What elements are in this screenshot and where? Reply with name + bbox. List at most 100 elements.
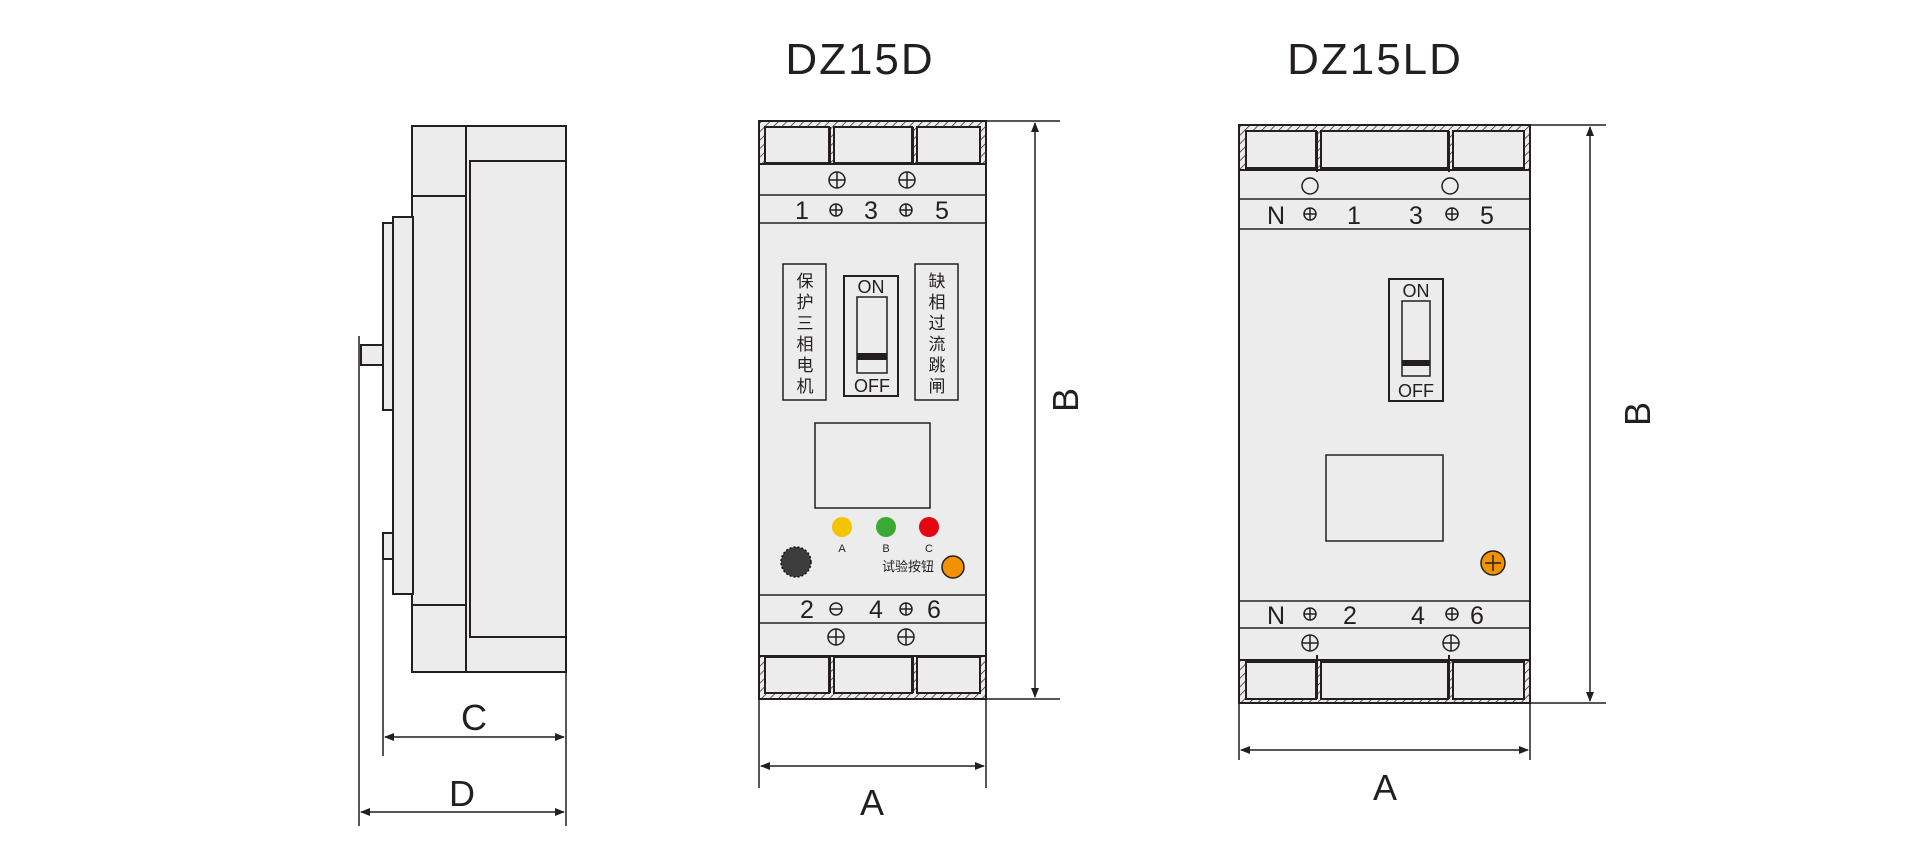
dz15d-terminal-3: 3 [864,197,878,225]
led-b-icon [876,517,896,537]
dz15ld-terminal-1: 1 [1347,202,1361,230]
dz15d-right-char: 闸 [929,377,946,397]
dz15ld-terminal-4: 4 [1411,602,1425,630]
dz15ld-dimensions [1238,124,1606,760]
dz15ld-terminal-3: 3 [1409,202,1423,230]
side-lever [360,344,384,366]
dz15ld-terminal-mark-icon [1303,607,1317,621]
dz15ld-dim-b-label: B [1617,402,1658,426]
dz15d-front-view [758,120,987,700]
dz15d-terminal-mark-icon [899,203,913,217]
dz15d-terminal-mark-icon [829,203,843,217]
dz15d-dimensions [758,120,1060,788]
dz15d-terminal-1: 1 [795,197,809,225]
dz15d-bottom-cell-3 [916,656,981,694]
led-b-label: B [882,543,889,555]
dz15d-terminal-mark-icon [899,602,913,616]
dz15d-top-cell-2 [833,126,913,164]
dz15d-right-char: 跳 [929,356,946,376]
led-c-icon [919,517,939,537]
dz15d-switch-on-label: ON [858,277,885,297]
dz15d-test-button-label: 试验按钮 [882,559,934,575]
dz15ld-top-cell-1 [1245,130,1317,169]
dz15ld-top-cell-2 [1320,130,1449,169]
dz15ld-switch-on-label: ON [1403,281,1430,301]
dz15ld-terminal-hole-icon [1441,177,1459,195]
dz15d-top-cell-1 [764,126,830,164]
dz15d-top-cell-3 [916,126,981,164]
dz15ld-dim-a-label: A [1373,767,1397,808]
dz15d-left-char: 三 [797,314,814,334]
dz15ld-bottom-cell-3 [1452,661,1525,700]
dim-c-label: C [461,697,487,738]
dz15d-top-screws [827,171,916,646]
dz15d-terminal-4: 4 [869,596,883,624]
dz15d-bottom-cell-1 [764,656,830,694]
dz15d-test-button-icon[interactable] [941,555,965,579]
dz15d-terminal-6: 6 [927,596,941,624]
dz15d-left-char: 相 [797,335,814,355]
dz15d-screw-icon [897,628,915,646]
dz15d-right-char: 缺 [929,272,946,292]
dz15d-left-char: 机 [797,377,814,397]
dz15d-right-char: 过 [929,314,946,334]
dz15d-dim-a-label: A [860,782,884,823]
dz15d-terminal-2: 2 [800,596,814,624]
dz15d-bottom-cell-2 [833,656,913,694]
side-body-mid [392,216,414,595]
dz15ld-switch-off-label: OFF [1398,381,1434,401]
dz15ld-switch-handle [1402,360,1430,366]
dz15d-right-label-box [914,263,959,401]
dz15ld-test-button-icon[interactable] [1480,550,1506,576]
dz15ld-terminal-2: 2 [1343,602,1357,630]
dz15ld-terminal-hole-icon [1301,177,1319,195]
dz15ld-front-view [1238,124,1531,704]
dz15d-body [758,120,987,700]
dz15d-right-char: 流 [929,335,946,355]
dz15ld-terminal-5: 5 [1480,202,1494,230]
dz15ld-terminal-n-bottom: N [1267,602,1285,630]
dz15d-screw-icon [827,628,845,646]
dz15ld-top-cell-3 [1452,130,1525,169]
dz15ld-terminal-mark-icon [1445,607,1459,621]
dz15d-screw-icon [898,171,916,189]
led-a-icon [832,517,852,537]
dz15d-switch-slot [856,296,888,374]
dz15d-nameplate [814,422,931,509]
side-dimensions [358,336,567,826]
dz15d-terminal-mark-icon [829,602,843,616]
dz15ld-terminal-n-top: N [1267,202,1285,230]
dz15ld-title: DZ15LD [1287,35,1463,84]
dz15d-right-vertical-label: 缺 相 过 流 跳 闸 [929,272,946,397]
led-a-label: A [838,543,846,555]
dz15ld-bottom-cell-1 [1245,661,1317,700]
dz15d-dim-b-label: B [1045,388,1086,412]
dz15d-left-vertical-label: 保 护 三 相 电 机 [797,272,814,397]
dz15d-switch-off-label: OFF [854,376,890,396]
side-cover [469,160,567,638]
dz15d-left-label-box [782,263,827,401]
dz15d-adjust-knob-icon[interactable] [780,546,812,578]
dz15ld-body [1238,124,1531,704]
dz15d-left-char: 电 [797,356,814,376]
dz15d-terminal-5: 5 [935,197,949,225]
dz15ld-nameplate [1325,454,1444,542]
led-c-label: C [925,543,933,555]
dz15d-left-char: 护 [797,293,814,313]
dz15ld-terminal-mark-icon [1445,207,1459,221]
dz15ld-screws [1301,177,1460,652]
dz15d-right-char: 相 [929,293,946,313]
dz15d-led-indicators: A B C [832,517,939,555]
dim-d-label: D [449,773,475,814]
side-rail-bottom [382,532,394,560]
side-view [360,125,567,673]
dz15d-left-char: 保 [797,272,814,292]
side-rail-top [382,222,394,411]
dz15d-switch-handle [857,353,887,360]
dz15ld-terminal-mark-icon [1303,207,1317,221]
dz15d-title: DZ15D [785,35,934,84]
dz15ld-screw-icon [1442,634,1460,652]
dz15ld-bottom-cell-2 [1320,661,1449,700]
